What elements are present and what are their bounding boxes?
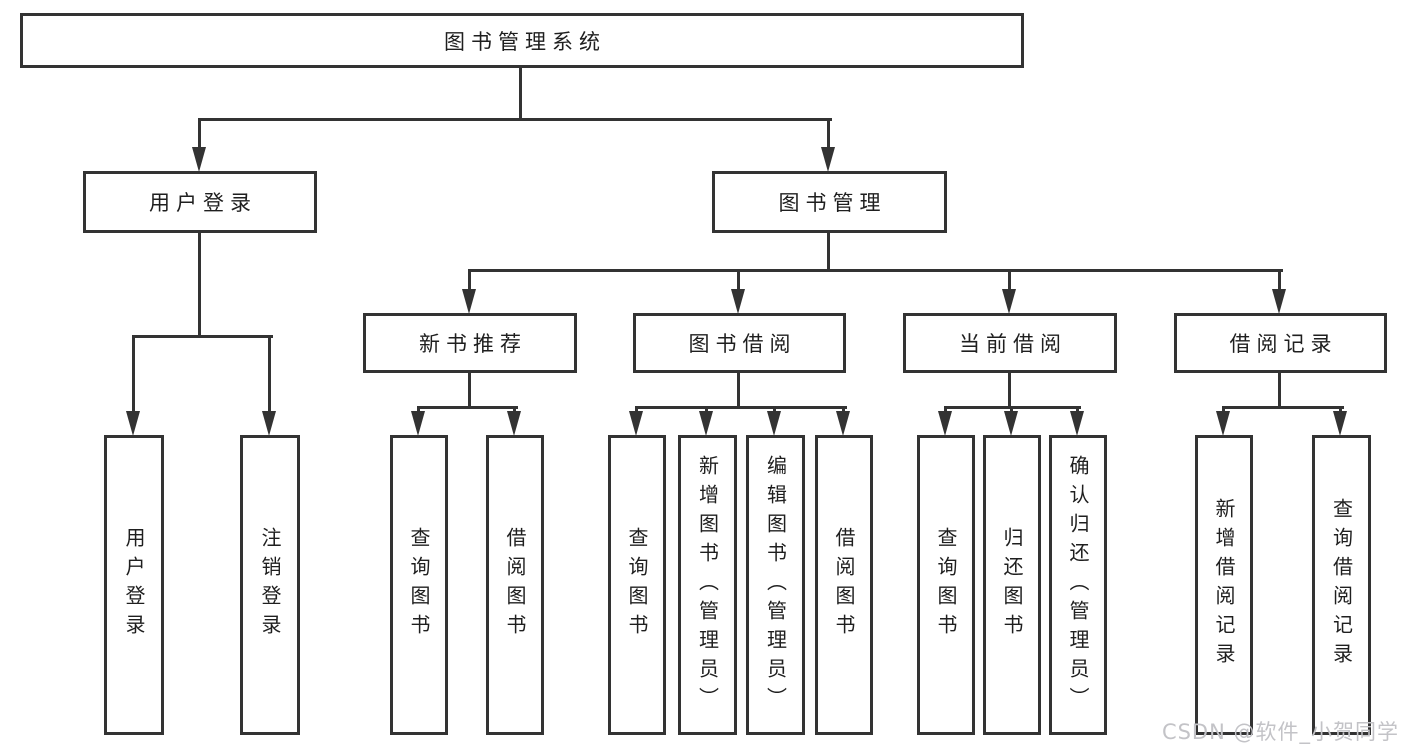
arrow-down-icon [1333, 411, 1347, 436]
node-library-system: 图书管理系统 [20, 13, 1024, 68]
node-label: 借阅记录 [1229, 332, 1338, 356]
connector-line [944, 406, 947, 414]
connector-line [1339, 406, 1342, 414]
arrow-down-icon [1004, 411, 1018, 436]
leaf-query-books-current: 查询图书 [917, 435, 975, 735]
leaf-logout: 注销登录 [240, 435, 300, 735]
connector-line [198, 233, 201, 338]
connector-line [198, 118, 201, 150]
node-label: 查询图书 [934, 527, 958, 643]
connector-line [1010, 406, 1013, 414]
arrow-down-icon [262, 411, 276, 436]
connector-line [132, 335, 135, 413]
node-label: 用户登录 [149, 191, 257, 215]
connector-line [1222, 406, 1344, 409]
arrow-down-icon [507, 411, 521, 436]
arrow-down-icon [821, 147, 835, 172]
connector-line [417, 406, 518, 409]
node-book-management: 图书管理 [712, 171, 947, 233]
node-label: 确认归还（管理员） [1066, 454, 1090, 716]
node-label: 新书推荐 [419, 332, 527, 356]
node-current-borrowing: 当前借阅 [903, 313, 1117, 373]
arrow-down-icon [938, 411, 952, 436]
connector-line [635, 406, 847, 409]
node-label: 新增借阅记录 [1212, 498, 1236, 672]
arrow-down-icon [462, 289, 476, 314]
connector-line [1008, 269, 1011, 292]
node-label: 图书借阅 [688, 332, 797, 356]
node-label: 借阅图书 [832, 527, 856, 643]
watermark: CSDN @软件_小贺同学 [1161, 720, 1399, 744]
arrow-down-icon [629, 411, 643, 436]
connector-line [1076, 406, 1079, 414]
node-label: 用户登录 [122, 527, 146, 643]
arrow-down-icon [1002, 289, 1016, 314]
leaf-add-borrow-record: 新增借阅记录 [1195, 435, 1253, 735]
leaf-query-books-recommend: 查询图书 [390, 435, 448, 735]
node-label: 归还图书 [1000, 527, 1024, 643]
leaf-borrow-books: 借阅图书 [815, 435, 873, 735]
connector-line [635, 406, 638, 414]
node-label: 当前借阅 [959, 332, 1067, 356]
arrow-down-icon [836, 411, 850, 436]
arrow-down-icon [731, 289, 745, 314]
connector-line [468, 371, 471, 409]
connector-line [827, 233, 830, 272]
connector-line [198, 118, 832, 121]
arrow-down-icon [192, 147, 206, 172]
connector-line [132, 335, 273, 338]
node-label: 图书管理系统 [444, 29, 606, 54]
connector-line [519, 66, 522, 120]
connector-line [705, 406, 708, 414]
arrow-down-icon [699, 411, 713, 436]
node-label: 图书管理 [778, 191, 887, 215]
leaf-user-login: 用户登录 [104, 435, 164, 735]
connector-line [842, 406, 845, 414]
arrow-down-icon [1070, 411, 1084, 436]
node-label: 查询图书 [407, 527, 431, 643]
arrow-down-icon [126, 411, 140, 436]
node-user-login: 用户登录 [83, 171, 317, 233]
connector-line [1222, 406, 1225, 414]
connector-line [513, 406, 516, 414]
arrow-down-icon [767, 411, 781, 436]
connector-line [827, 118, 830, 150]
node-label: 借阅图书 [503, 527, 527, 643]
connector-line [417, 406, 420, 414]
node-label: 新增图书（管理员） [695, 454, 720, 716]
leaf-add-books-admin: 新增图书（管理员） [678, 435, 737, 735]
connector-line [737, 269, 740, 292]
connector-line [468, 269, 1283, 272]
leaf-confirm-return-admin: 确认归还（管理员） [1049, 435, 1107, 735]
leaf-query-books-borrow: 查询图书 [608, 435, 666, 735]
leaf-borrow-books-recommend: 借阅图书 [486, 435, 544, 735]
connector-line [773, 406, 776, 414]
node-label: 查询借阅记录 [1329, 498, 1354, 672]
leaf-edit-books-admin: 编辑图书（管理员） [746, 435, 805, 735]
connector-line [737, 371, 740, 409]
leaf-return-books: 归还图书 [983, 435, 1041, 735]
connector-line [1278, 371, 1281, 409]
node-label: 注销登录 [258, 527, 282, 643]
arrow-down-icon [1216, 411, 1230, 436]
node-label: 查询图书 [625, 527, 649, 643]
connector-line [1008, 371, 1011, 409]
arrow-down-icon [1272, 289, 1286, 314]
leaf-query-borrow-record: 查询借阅记录 [1312, 435, 1371, 735]
node-new-book-recommendation: 新书推荐 [363, 313, 577, 373]
connector-line [1278, 269, 1281, 292]
node-borrowing-records: 借阅记录 [1174, 313, 1387, 373]
arrow-down-icon [411, 411, 425, 436]
connector-line [268, 335, 271, 413]
node-label: 编辑图书（管理员） [763, 454, 788, 716]
connector-line [468, 269, 471, 292]
node-book-borrowing: 图书借阅 [633, 313, 846, 373]
